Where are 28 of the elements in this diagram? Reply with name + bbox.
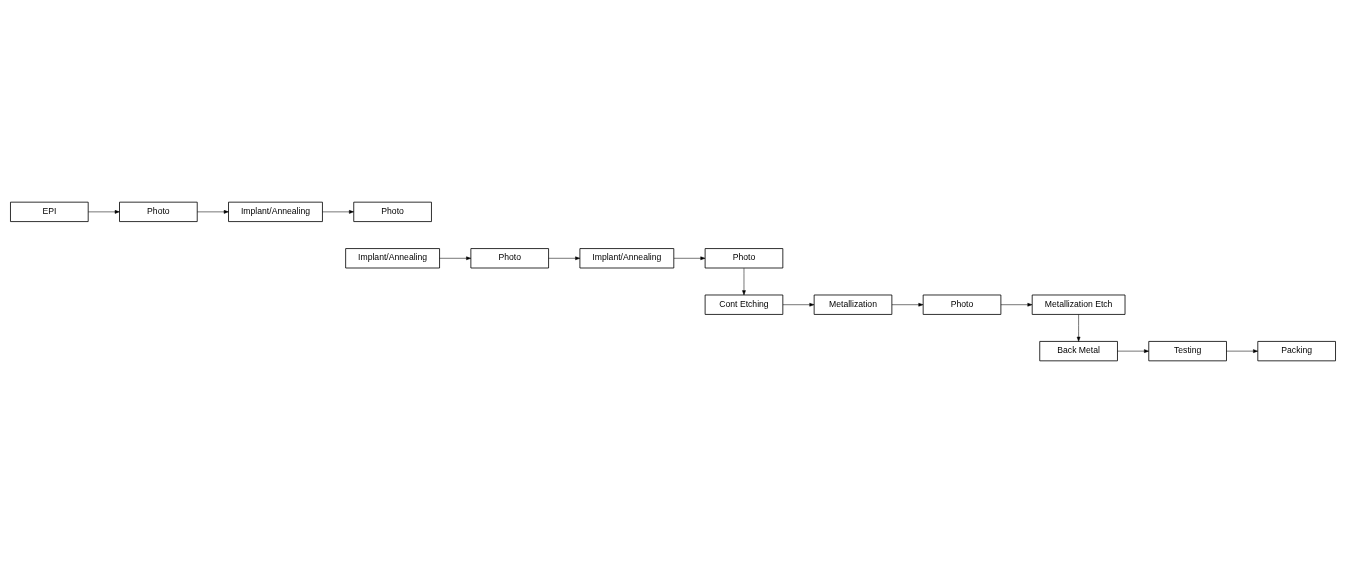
node-box: Photo	[704, 248, 784, 269]
node-box: EPI	[10, 201, 89, 222]
node-box: Metallization Etch	[1031, 294, 1126, 315]
node-box: Photo	[922, 294, 1002, 315]
node-box: Implant/Annealing	[345, 248, 440, 269]
node-box: Photo	[353, 201, 432, 222]
arrow	[891, 302, 924, 307]
node-box: Photo	[119, 201, 198, 222]
arrow	[322, 210, 354, 214]
arrow	[197, 210, 229, 214]
arrow	[88, 210, 120, 214]
arrow	[439, 256, 472, 261]
node-box: Photo	[470, 248, 549, 269]
arrow	[673, 256, 706, 261]
arrow	[782, 302, 815, 307]
node-box: Back Metal	[1039, 341, 1118, 362]
node-box: Implant/Annealing	[579, 248, 675, 269]
node-box: Testing	[1148, 341, 1227, 362]
node-box: Cont Etching	[704, 294, 784, 315]
arrow	[1000, 302, 1033, 307]
arrow	[742, 267, 746, 296]
arrow	[1076, 314, 1081, 342]
node-box: Implant/Annealing	[228, 201, 323, 222]
arrow	[1226, 349, 1258, 353]
arrow	[548, 256, 581, 261]
node-box: Packing	[1257, 341, 1336, 362]
arrow	[1117, 349, 1149, 353]
node-box: Metallization	[813, 294, 893, 315]
